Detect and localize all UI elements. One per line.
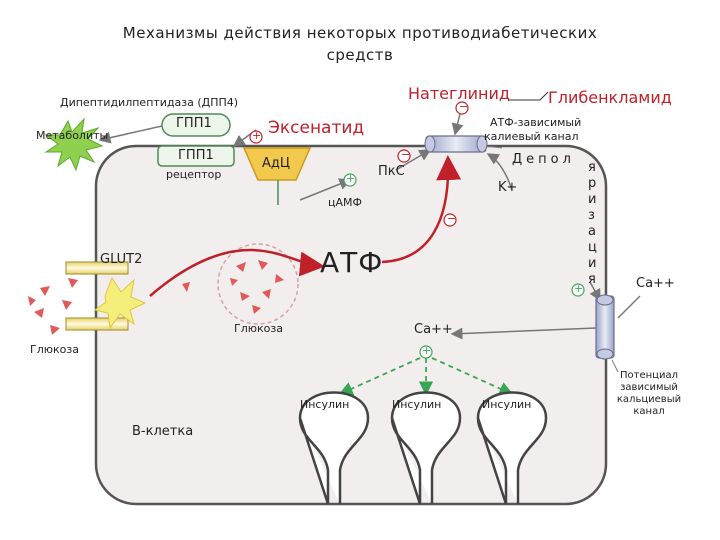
metabolites-burst xyxy=(44,117,104,172)
glut2-transporter xyxy=(65,261,147,331)
depolarization-plus-sign: + xyxy=(574,282,584,295)
calcium-outside-label: Ca++ xyxy=(636,276,675,291)
glp1-pill xyxy=(161,113,231,137)
metabolites-label: Метаболиты xyxy=(36,129,109,142)
insulin-label-1: Инсулин xyxy=(300,398,350,411)
camp-plus-sign: + xyxy=(346,172,356,185)
glucose-molecules-outside xyxy=(28,278,78,335)
glp1-receptor-label-1: ГПП1 xyxy=(178,148,214,163)
glucose-pool xyxy=(217,243,299,325)
depolarization-label-horizontal: Депол xyxy=(512,152,575,167)
atp-minus-sign: − xyxy=(447,212,457,225)
nateglinide-label: Натеглинид xyxy=(408,84,510,103)
glp1-label: ГПП1 xyxy=(176,116,212,131)
calcium-to-insulin-arrows xyxy=(338,357,514,396)
glut2-label: GLUT2 xyxy=(100,252,143,267)
exenatide-plus-marker xyxy=(249,130,263,144)
glp1-receptor xyxy=(157,145,235,167)
calcium-plus-sign: + xyxy=(422,344,432,357)
calcium-inside-label: Ca++ xyxy=(414,322,453,337)
potassium-efflux-arrow xyxy=(486,153,513,191)
depolarization-plus-marker xyxy=(571,283,585,297)
insulin-vesicles xyxy=(298,391,548,505)
glp1-receptor-label-2: рецептор xyxy=(166,168,222,181)
pkc-label: ПкС xyxy=(378,164,405,179)
calcium-influx-arrow xyxy=(450,327,597,340)
camp-plus-marker xyxy=(343,173,357,187)
insulin-label-3: Инсулин xyxy=(482,398,532,411)
dpp4-label: Дипептидилпептидаза (ДПП4) xyxy=(60,96,239,109)
katp-channel xyxy=(424,135,488,153)
calcium-channel-label: Потенциал зависимый кальциевый канал xyxy=(616,370,682,417)
atp-label: АТФ xyxy=(320,246,384,279)
pkc-minus-marker xyxy=(397,149,411,163)
title-line-1: Механизмы действия некоторых противодиаб… xyxy=(122,24,598,42)
camp-to-pkc-line xyxy=(299,178,352,201)
glucose-inside-label: Глюкоза xyxy=(234,322,283,335)
atp-minus-marker xyxy=(443,213,457,227)
depolarization-label-vertical: яризация xyxy=(588,160,597,287)
diagram-title: Механизмы действия некоторых противодиаб… xyxy=(0,22,720,66)
glucose-molecules-inside xyxy=(182,260,284,314)
katp-label-pointer xyxy=(485,145,503,149)
calcium-outside-line xyxy=(617,295,641,319)
glucose-outside-label: Глюкоза xyxy=(30,343,79,356)
nateglinide-minus-marker xyxy=(455,101,469,115)
title-line-2: средств xyxy=(326,46,394,64)
ca-channel-label-pointer xyxy=(611,359,619,373)
glibenclamide-underline xyxy=(508,91,549,101)
camp-label: цАМФ xyxy=(328,196,362,209)
exenatide-label: Эксенатид xyxy=(268,118,365,138)
exenatide-plus-sign: + xyxy=(252,129,262,142)
calcium-channel xyxy=(595,294,615,360)
beta-cell-label: В-клетка xyxy=(132,424,194,439)
glp1-to-metabolites-line xyxy=(98,125,163,144)
katp-label-1: АТФ-зависимый xyxy=(490,116,582,129)
pkc-to-katp-line xyxy=(395,149,432,171)
glucose-to-atp-arrow xyxy=(149,248,325,297)
atp-inhibits-katp-arrow xyxy=(381,155,462,264)
katp-label-2: калиевый канал xyxy=(484,130,579,143)
potassium-label: K+ xyxy=(498,180,518,195)
pkc-minus-sign: − xyxy=(401,148,411,161)
adc-label: АдЦ xyxy=(262,156,290,171)
glibenclamide-label: Глибенкламид xyxy=(548,88,672,107)
insulin-label-2: Инсулин xyxy=(392,398,442,411)
adenylate-cyclase xyxy=(242,147,312,181)
nateglinide-minus-sign: − xyxy=(459,100,469,113)
